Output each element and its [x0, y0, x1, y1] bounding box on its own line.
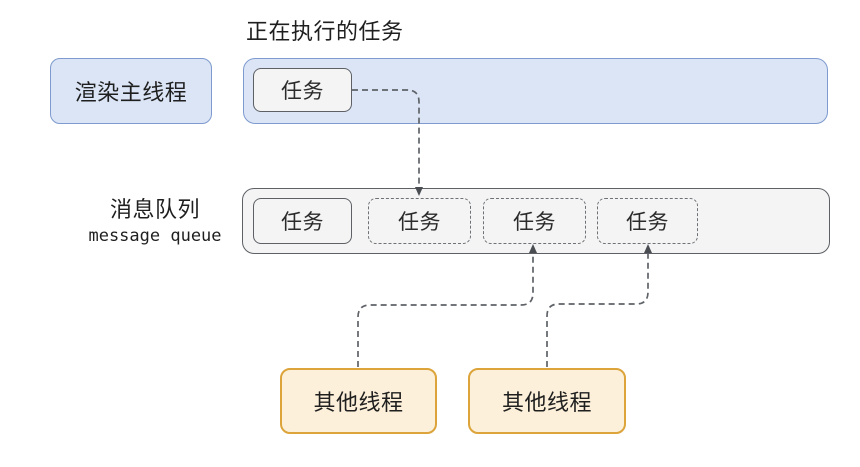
queue-task-chip-label: 任务 — [626, 211, 669, 234]
message-queue-label: 消息队列 message queue — [65, 197, 245, 248]
message-queue-container: 任务 任务 任务 任务 — [242, 188, 830, 254]
queue-task-chip-label: 任务 — [281, 211, 324, 234]
other-thread-label: 其他线程 — [501, 390, 592, 415]
other-thread-label: 其他线程 — [313, 390, 404, 415]
connector-other-thread-2-to-queue — [546, 244, 652, 367]
connector-other-thread-1-to-queue — [357, 244, 537, 367]
main-thread-strip: 任务 — [243, 58, 828, 124]
queue-task-chip-label: 任务 — [398, 211, 441, 234]
other-thread-box-2: 其他线程 — [468, 368, 626, 434]
queue-task-chip-label: 任务 — [513, 211, 556, 234]
queue-task-chip-pending: 任务 — [368, 198, 471, 244]
message-queue-label-cn: 消息队列 — [109, 197, 200, 222]
executing-task-caption: 正在执行的任务 — [246, 19, 404, 44]
render-main-thread-label: 渲染主线程 — [74, 80, 188, 105]
executing-task-chip-label: 任务 — [281, 80, 324, 103]
render-main-thread-box: 渲染主线程 — [50, 58, 212, 124]
other-thread-box-1: 其他线程 — [280, 368, 437, 434]
queue-task-chip-pending: 任务 — [483, 198, 586, 244]
queue-task-chip-pending: 任务 — [597, 198, 698, 244]
queue-task-chip: 任务 — [253, 198, 352, 244]
executing-task-chip: 任务 — [253, 68, 352, 112]
message-queue-label-en: message queue — [88, 226, 222, 246]
